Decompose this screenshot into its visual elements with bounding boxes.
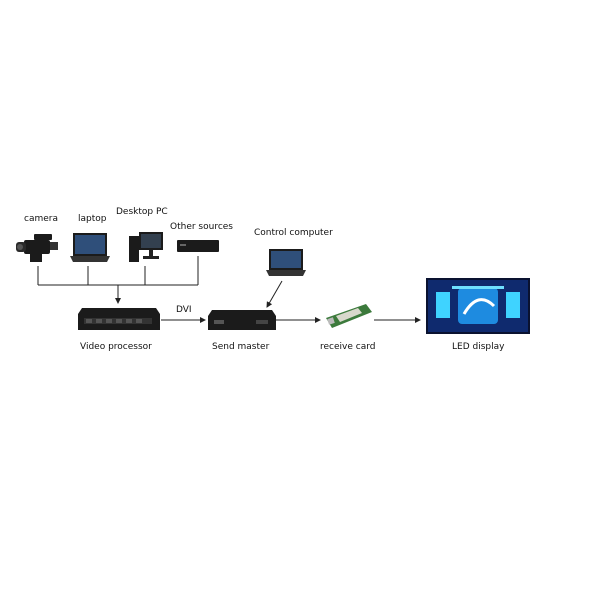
video-processor-label: Video processor [80,343,152,352]
desktop-pc-label: Desktop PC [116,208,168,217]
led-display-label: LED display [452,343,504,352]
send-master-label: Send master [212,343,269,352]
dvi-label: DVI [176,306,192,315]
other-sources-label: Other sources [170,223,233,232]
send-master-icon [206,308,276,334]
receive-card-label: receive card [320,343,375,352]
video-processor-icon [76,306,160,334]
other-sources-icon [176,238,220,254]
camera-label: camera [24,215,58,224]
control-computer-icon [266,248,306,278]
receive-card-icon [322,302,374,332]
camera-icon [14,230,60,264]
laptop-icon [70,232,110,264]
arrow-control-computer [267,281,282,307]
desktop-pc-icon [127,230,165,264]
led-display-icon [426,278,530,334]
control-computer-label: Control computer [254,229,333,238]
laptop-label: laptop [78,215,106,224]
